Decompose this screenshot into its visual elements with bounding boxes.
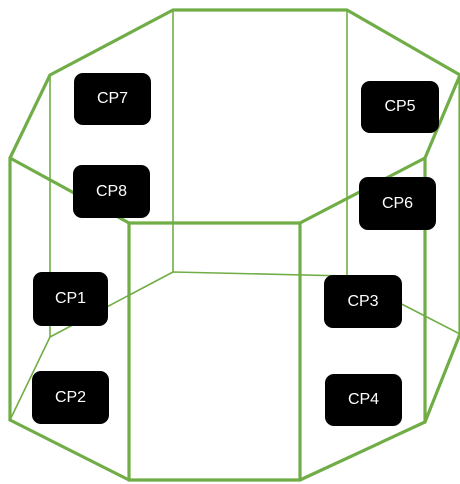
cp8-label: CP8 — [95, 182, 128, 200]
edge-top-outline — [8, 8, 460, 225]
cp4-box: CP4 — [325, 374, 402, 426]
cp5-label: CP5 — [384, 98, 416, 115]
cp6-label: CP6 — [381, 194, 414, 212]
cp6-box: CP6 — [359, 177, 436, 230]
cp2-box: CP2 — [32, 371, 109, 424]
cp8-box: CP8 — [73, 165, 150, 218]
cp5-box: CP5 — [361, 81, 439, 133]
cp3-label: CP3 — [347, 292, 379, 310]
cp2-label: CP2 — [54, 388, 87, 406]
cp3-box: CP3 — [324, 275, 402, 328]
cp4-label: CP4 — [347, 391, 380, 408]
cp1-label: CP1 — [54, 290, 87, 307]
cp7-label: CP7 — [96, 90, 129, 107]
cp1-box: CP1 — [33, 272, 108, 326]
cp7-box: CP7 — [74, 73, 151, 125]
